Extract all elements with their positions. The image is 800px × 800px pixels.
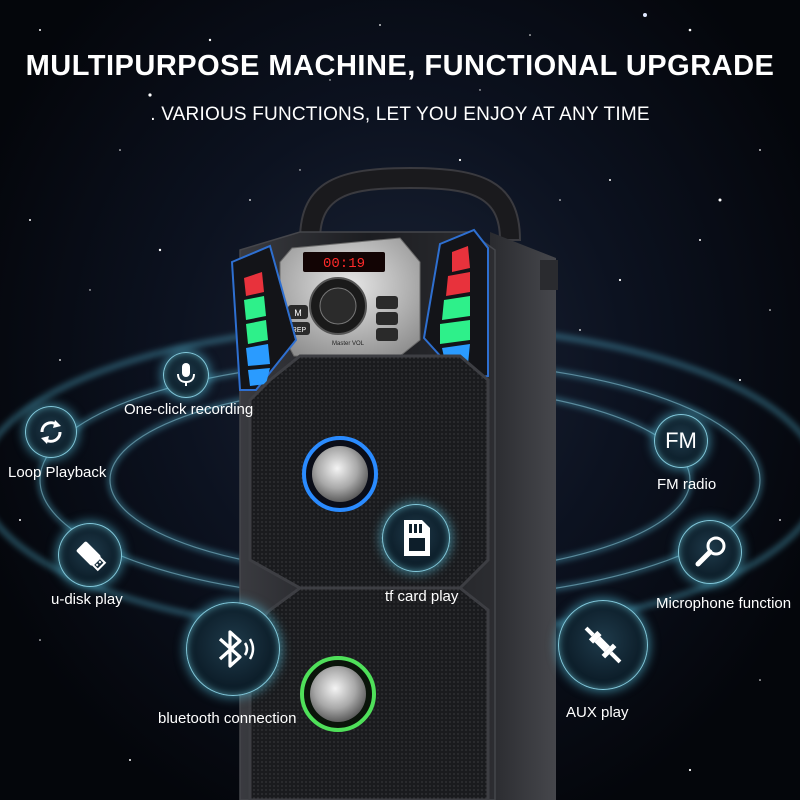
knob-caption: Master VOL: [332, 341, 365, 347]
bluetooth-badge: [186, 602, 280, 696]
aux-badge: [558, 600, 648, 690]
display-readout: 00:19: [323, 256, 365, 272]
aux-cable-icon: [584, 626, 622, 664]
page-title: MULTIPURPOSE MACHINE, FUNCTIONAL UPGRADE: [25, 50, 775, 82]
udisk-badge: [58, 523, 122, 587]
bluetooth-icon: [218, 630, 255, 668]
sd-card-icon: [404, 520, 430, 556]
mode-button-label: M: [294, 308, 302, 318]
fm-label: FM radio: [657, 476, 717, 493]
page-subtitle: . VARIOUS FUNCTIONS, LET YOU ENJOY AT AN…: [150, 104, 650, 125]
aux-label: AUX play: [566, 704, 629, 721]
repeat-button-label: REP: [292, 327, 307, 334]
fm-badge: FM: [654, 414, 708, 468]
recording-badge: [163, 352, 209, 398]
fm-radio-icon: FM: [665, 428, 697, 453]
loop-badge: [25, 406, 77, 458]
usb-drive-icon: [76, 541, 107, 572]
handheld-microphone-icon: [695, 536, 726, 567]
recording-label: One-click recording: [124, 401, 254, 418]
microphone-badge: [678, 520, 742, 584]
loop-icon: [40, 420, 62, 444]
bluetooth-label: bluetooth connection: [158, 710, 297, 727]
loop-label: Loop Playback: [8, 464, 107, 481]
left-led-bars: [244, 272, 270, 386]
tf-badge: [382, 504, 450, 572]
microphone-icon: [177, 363, 195, 386]
tf-label: tf card play: [385, 588, 459, 605]
udisk-label: u-disk play: [51, 591, 123, 608]
microphone-label: Microphone function: [656, 595, 792, 612]
